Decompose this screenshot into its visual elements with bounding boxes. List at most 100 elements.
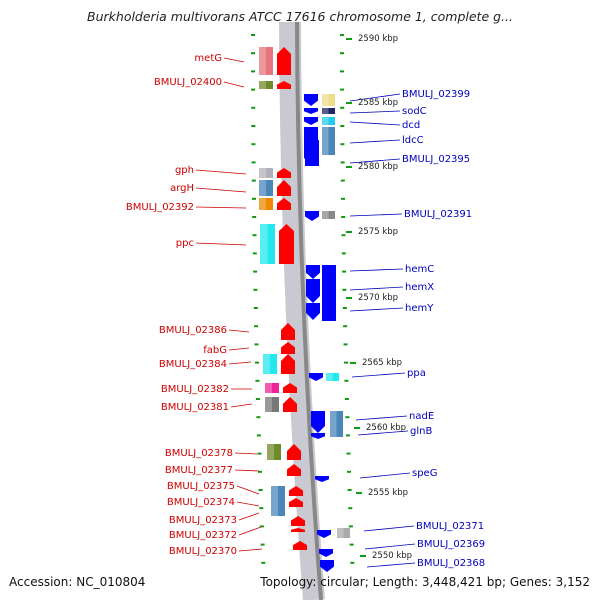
gene-block[interactable] (265, 397, 279, 412)
gene-label-right[interactable]: ppa (407, 368, 426, 379)
gene-arrow-reverse[interactable] (305, 211, 319, 221)
gene-arrow-forward[interactable] (283, 383, 297, 393)
tick-mark (254, 325, 259, 328)
gene-label-right[interactable]: BMULJ_02395 (402, 154, 470, 165)
gene-arrow-reverse[interactable] (319, 549, 333, 557)
gene-label-right[interactable]: glnB (410, 426, 432, 437)
gene-arrow-reverse[interactable] (309, 373, 323, 381)
gene-arrow-reverse[interactable] (315, 476, 329, 482)
gene-block[interactable] (263, 354, 277, 374)
gene-label-right[interactable]: hemC (405, 264, 434, 275)
gene-block[interactable] (322, 94, 335, 106)
tick-mark (340, 179, 345, 182)
gene-label-left[interactable]: BMULJ_02374 (167, 497, 235, 508)
gene-block[interactable] (259, 168, 273, 178)
gene-label-left[interactable]: argH (170, 183, 194, 194)
gene-label-left[interactable]: BMULJ_02370 (169, 546, 237, 557)
gene-label-right[interactable]: BMULJ_02369 (417, 539, 485, 550)
gene-arrow-forward[interactable] (287, 444, 301, 460)
gene-label-right[interactable]: dcd (402, 120, 420, 131)
scale-tick (354, 427, 360, 429)
gene-label-left[interactable]: metG (194, 53, 222, 64)
scale-label: 2585 kbp (358, 98, 398, 108)
gene-block[interactable] (337, 528, 350, 538)
gene-label-left[interactable]: BMULJ_02382 (161, 384, 229, 395)
gene-arrow-reverse[interactable] (304, 94, 318, 106)
length-label: Length: (372, 575, 419, 589)
gene-label-left[interactable]: ppc (176, 238, 194, 249)
gene-label-left[interactable]: gph (175, 165, 194, 176)
gene-label-right[interactable]: nadE (409, 411, 434, 422)
tick-mark (256, 416, 261, 419)
gene-label-right[interactable]: speG (412, 468, 437, 479)
gene-block[interactable] (322, 127, 335, 155)
gene-block[interactable] (259, 180, 273, 196)
leader-line (228, 361, 252, 365)
gene-label-left[interactable]: BMULJ_02375 (167, 481, 235, 492)
gene-label-left[interactable]: BMULJ_02372 (169, 530, 237, 541)
gene-arrow-forward[interactable] (277, 81, 291, 89)
gene-block[interactable] (330, 411, 343, 437)
gene-arrow-forward[interactable] (277, 180, 291, 196)
gene-label-left[interactable]: BMULJ_02384 (159, 359, 227, 370)
gene-label-left[interactable]: fabG (203, 345, 227, 356)
gene-label-left[interactable]: BMULJ_02386 (159, 325, 227, 336)
gene-arrow-forward[interactable] (293, 541, 307, 550)
gene-label-right[interactable]: BMULJ_02399 (402, 89, 470, 100)
gene-arrow-forward[interactable] (289, 498, 303, 507)
gene-arrow-forward[interactable] (277, 198, 291, 210)
gene-label-right[interactable]: hemX (405, 282, 434, 293)
gene-block[interactable] (305, 140, 319, 166)
accession-label: Accession: (9, 575, 73, 589)
gene-arrow-forward[interactable] (277, 168, 291, 178)
gene-label-right[interactable]: BMULJ_02391 (404, 209, 472, 220)
gene-block[interactable] (326, 373, 339, 381)
tick-mark (344, 361, 348, 364)
gene-arrow-reverse[interactable] (317, 530, 331, 538)
gene-label-right[interactable]: hemY (405, 303, 434, 314)
gene-block[interactable] (260, 224, 275, 264)
gene-arrow-reverse[interactable] (306, 265, 320, 279)
gene-arrow-forward[interactable] (281, 342, 295, 354)
gene-label-left[interactable]: BMULJ_02381 (161, 402, 229, 413)
gene-arrow-forward[interactable] (283, 397, 297, 412)
gene-arrow-forward[interactable] (287, 464, 301, 476)
gene-label-right[interactable]: BMULJ_02368 (417, 558, 485, 569)
gene-arrow-forward[interactable] (291, 528, 305, 532)
gene-arrow-reverse[interactable] (306, 303, 320, 320)
gene-label-left[interactable]: BMULJ_02377 (165, 465, 233, 476)
gene-label-right[interactable]: BMULJ_02371 (416, 521, 484, 532)
gene-block[interactable] (322, 211, 335, 219)
gene-arrow-reverse[interactable] (304, 117, 318, 125)
gene-block[interactable] (271, 486, 285, 516)
gene-arrow-forward[interactable] (281, 323, 295, 340)
gene-block[interactable] (259, 47, 273, 75)
tick-mark (344, 379, 349, 382)
gene-arrow-forward[interactable] (289, 486, 303, 496)
gene-arrow-forward[interactable] (291, 516, 305, 526)
gene-label-left[interactable]: BMULJ_02373 (169, 515, 237, 526)
gene-arrow-reverse[interactable] (311, 411, 325, 433)
gene-label-left[interactable]: BMULJ_02392 (126, 202, 194, 213)
gene-label-right[interactable]: ldcC (402, 135, 424, 146)
gene-arrow-forward[interactable] (277, 47, 291, 75)
gene-label-left[interactable]: BMULJ_02400 (154, 77, 222, 88)
gene-block[interactable] (265, 383, 279, 393)
gene-arrow-reverse[interactable] (320, 560, 334, 572)
gene-arrow-reverse[interactable] (306, 279, 320, 303)
gene-block[interactable] (267, 444, 281, 460)
tick-mark (340, 88, 345, 91)
gene-arrow-reverse[interactable] (304, 108, 318, 114)
gene-label-left[interactable]: BMULJ_02378 (165, 448, 233, 459)
gene-block[interactable] (259, 198, 273, 210)
gene-arrow-forward[interactable] (279, 224, 294, 264)
gene-block[interactable] (259, 81, 273, 89)
gene-arrow-reverse[interactable] (311, 433, 325, 439)
tick-mark (340, 34, 344, 36)
gene-arrow-forward[interactable] (281, 354, 295, 374)
gene-label-right[interactable]: sodC (402, 106, 427, 117)
gene-block[interactable] (322, 108, 335, 114)
gene-block[interactable] (322, 117, 335, 125)
gene-block[interactable] (322, 265, 336, 321)
